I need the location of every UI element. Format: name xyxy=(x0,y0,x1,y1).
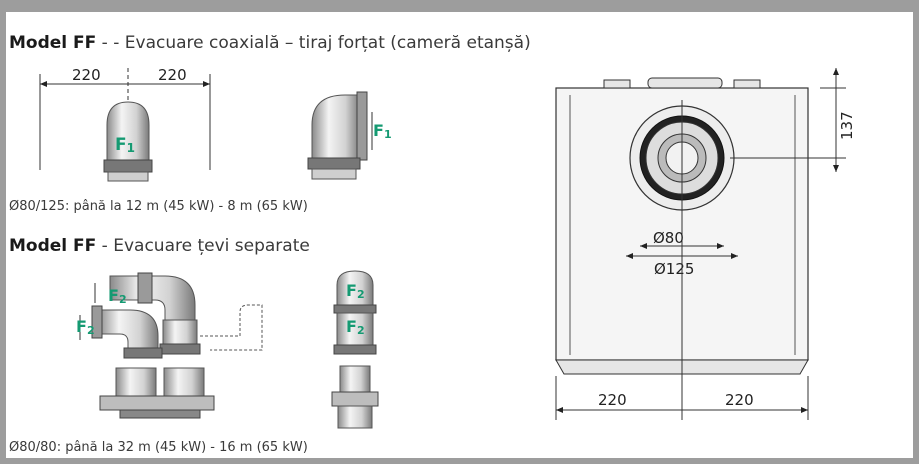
boiler-top-connector-right xyxy=(733,79,761,89)
section1-heading: Model FF - - Evacuare coaxială – tiraj f… xyxy=(9,33,531,53)
coaxial-clearance-diagram: 220 220 F1 xyxy=(39,66,211,182)
adaptor-left xyxy=(115,367,157,397)
coaxial-elbow-illustration: F1 xyxy=(307,91,392,180)
upper-elbow-joint xyxy=(137,272,153,304)
separate-pipes-illustration: F2 F2 xyxy=(76,272,263,419)
dim-bottom-b: 220 xyxy=(725,391,754,409)
vertical-base-plate xyxy=(331,391,379,407)
section1-model: Model FF xyxy=(9,33,97,53)
label-f2-upper: F2 xyxy=(108,286,127,306)
elbow-collar xyxy=(307,157,361,170)
boiler-top-view: 137 Ø80 Ø125 220 220 xyxy=(555,68,856,420)
label-f1-terminal: F1 xyxy=(115,135,135,155)
lower-elbow-collar xyxy=(123,347,163,359)
dashed-alternate-position xyxy=(200,304,263,351)
elbow-body xyxy=(311,94,361,161)
terminal-collar xyxy=(103,159,153,173)
upper-pipe-collar xyxy=(159,343,201,355)
label-f1-elbow: F1 xyxy=(373,121,392,141)
vertical-collar-mid xyxy=(333,344,377,355)
vertical-terminal-mid xyxy=(336,312,374,346)
vertical-pipe-lower xyxy=(339,365,371,393)
dim-left-b: 220 xyxy=(158,66,187,84)
terminal-base xyxy=(107,171,149,182)
lower-elbow-flange xyxy=(91,305,103,339)
dim-left-a: 220 xyxy=(72,66,101,84)
section2-model: Model FF xyxy=(9,236,97,256)
label-f2-vertical-mid: F2 xyxy=(346,317,365,337)
section1-title: - - Evacuare coaxială – tiraj forțat (ca… xyxy=(96,33,531,53)
adaptor-right xyxy=(163,367,205,397)
vertical-terminal-top xyxy=(336,270,374,306)
elbow-base xyxy=(311,168,357,180)
elbow-flange xyxy=(356,91,368,161)
dim-d125: Ø125 xyxy=(654,260,694,278)
section1-note: Ø80/125: până la 12 m (45 kW) - 8 m (65 … xyxy=(9,199,308,214)
dim-d80: Ø80 xyxy=(653,229,684,247)
vertical-base-pipe xyxy=(337,405,373,429)
adaptor-plate xyxy=(99,395,215,411)
dim-bottom-a: 220 xyxy=(598,391,627,409)
section2-note: Ø80/80: până la 32 m (45 kW) - 16 m (65 … xyxy=(9,440,308,455)
upper-pipe xyxy=(162,319,198,349)
lower-elbow xyxy=(97,309,159,351)
vertical-collar-top xyxy=(333,304,377,314)
section2-heading: Model FF - Evacuare țevi separate xyxy=(9,236,310,256)
separate-vertical-terminals: F2 F2 xyxy=(331,270,379,429)
adaptor-flange xyxy=(119,409,201,419)
coaxial-terminal-illustration xyxy=(106,101,150,161)
boiler-top-connector-center xyxy=(647,77,723,89)
boiler-top-connector-left xyxy=(603,79,631,89)
label-f2-lower: F2 xyxy=(76,317,95,337)
section2-title: - Evacuare țevi separate xyxy=(96,236,310,256)
dim-height: 137 xyxy=(838,111,856,140)
label-f2-vertical-top: F2 xyxy=(346,281,365,301)
